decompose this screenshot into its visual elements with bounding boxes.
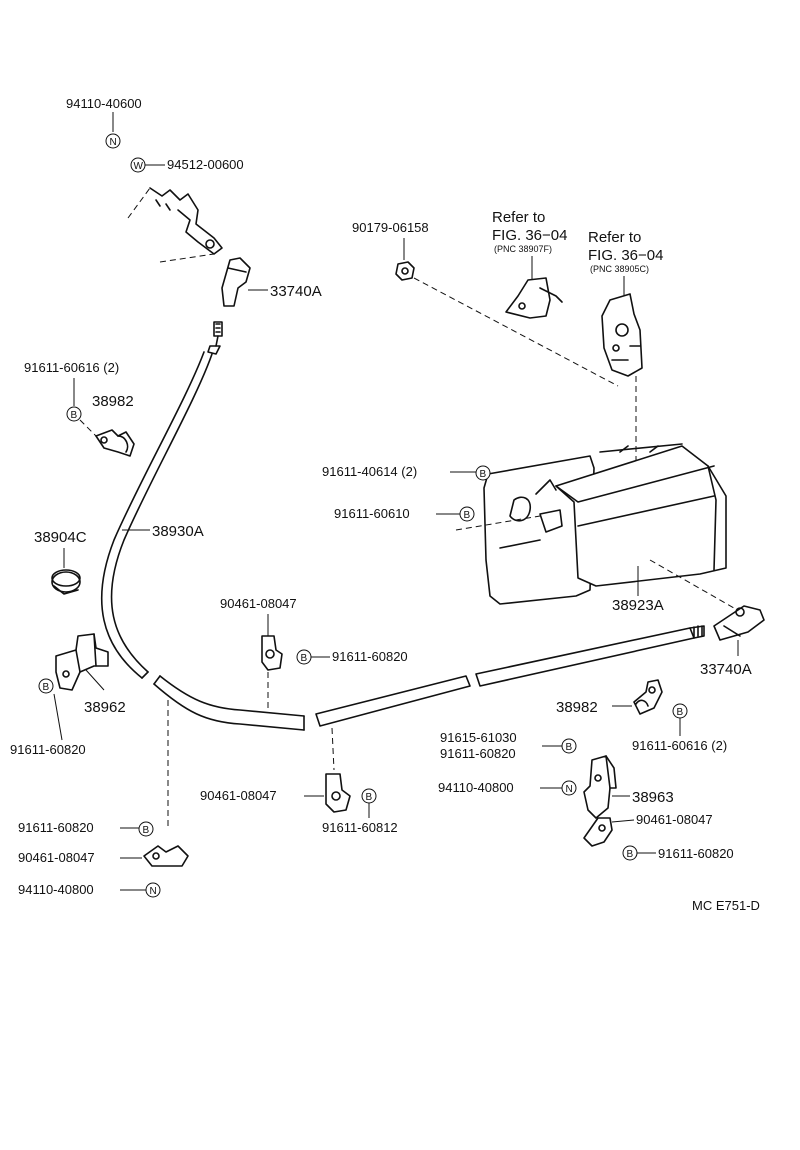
label-refer1-line1: Refer to [492,209,545,226]
clamp-mid-upper [261,635,283,671]
label-91615-61030: 91615-61030 [440,730,517,745]
label-38923A: 38923A [612,597,664,614]
clamp-mid-lower [325,773,351,813]
label-91611-60820-left: 91611-60820 [10,742,86,757]
bolt-badge-left: B [66,406,82,422]
label-94110-40600: 94110-40600 [66,96,142,111]
label-91611-60616-left: 91611-60616 (2) [24,360,119,375]
bolt-badge-mid: B [296,649,312,665]
cable-end-right [713,605,765,641]
svg-text:B: B [566,742,573,753]
clamp-right-bottom [583,817,613,847]
label-91611-60820-botleft: 91611-60820 [18,820,94,835]
svg-text:W: W [134,161,144,172]
nut-90179 [395,261,415,281]
clamp-botleft [143,845,189,867]
clamp-38982-right [633,679,663,715]
nut-badge-mid: N [561,780,577,796]
svg-text:B: B [627,849,634,860]
label-91611-60820-r2: 91611-60820 [658,846,734,861]
label-33740A-right: 33740A [700,661,752,678]
bolt-badge-60610: B [459,506,475,522]
lever-box-38923A [483,443,727,605]
label-90461-08047-right: 90461-08047 [636,812,713,827]
svg-text:B: B [301,653,308,664]
nut-badge-botleft: N [145,882,161,898]
label-91611-40614: 91611-40614 (2) [322,464,417,479]
label-91611-60820-mid: 91611-60820 [332,649,408,664]
svg-text:N: N [110,137,117,148]
label-refer2-line2: FIG. 36−04 [588,247,663,264]
label-91611-60820-r1: 91611-60820 [440,746,516,761]
label-33740A-top: 33740A [270,283,322,300]
svg-text:N: N [150,886,157,897]
bracket-ref-38905C [601,293,643,377]
bolt-badge-botleft: B [138,821,154,837]
diagram-code: MC E751-D [692,898,760,913]
label-38962: 38962 [84,699,126,716]
label-90461-08047-botleft: 90461-08047 [18,850,95,865]
label-94110-40800-mid: 94110-40800 [438,780,514,795]
clamp-38982-left [95,429,135,457]
label-refer1-line2: FIG. 36−04 [492,227,567,244]
label-90461-08047-bot: 90461-08047 [200,788,277,803]
label-refer1-pnc: (PNC 38907F) [494,244,552,254]
bracket-38962 [55,633,109,691]
svg-text:N: N [566,784,573,795]
cable-38930A [101,321,705,731]
end-clip-shape [127,187,223,263]
washer-badge: W [130,157,146,173]
svg-text:B: B [71,410,78,421]
label-38982-right: 38982 [556,699,598,716]
bracket-ref-38907F [505,277,563,319]
label-90461-08047-mid: 90461-08047 [220,596,297,611]
bolt-badge-60616-right: B [672,703,688,719]
svg-text:B: B [464,510,471,521]
nut-badge: N [105,133,121,149]
label-38930A: 38930A [152,523,204,540]
svg-text:B: B [43,682,50,693]
grommet-38904C [51,569,81,595]
cable-end-top [221,257,251,307]
label-38982-left: 38982 [92,393,134,410]
label-38963: 38963 [632,789,674,806]
svg-text:B: B [143,825,150,836]
label-91611-60610: 91611-60610 [334,506,410,521]
bolt-badge-38962: B [38,678,54,694]
bracket-38963 [583,755,617,819]
svg-text:B: B [480,469,487,480]
bolt-badge-r2: B [622,845,638,861]
bolt-badge-60812: B [361,788,377,804]
label-90179-06158: 90179-06158 [352,220,429,235]
label-refer2-pnc: (PNC 38905C) [590,264,649,274]
label-94512-00600: 94512-00600 [167,157,244,172]
label-refer2-line1: Refer to [588,229,641,246]
bolt-badge-40614: B [475,465,491,481]
label-91611-60616-right: 91611-60616 (2) [632,738,727,753]
bolt-badge-r1: B [561,738,577,754]
svg-text:B: B [677,707,684,718]
label-38904C: 38904C [34,529,87,546]
svg-text:B: B [366,792,373,803]
label-94110-40800-botleft: 94110-40800 [18,882,94,897]
label-91611-60812: 91611-60812 [322,820,398,835]
